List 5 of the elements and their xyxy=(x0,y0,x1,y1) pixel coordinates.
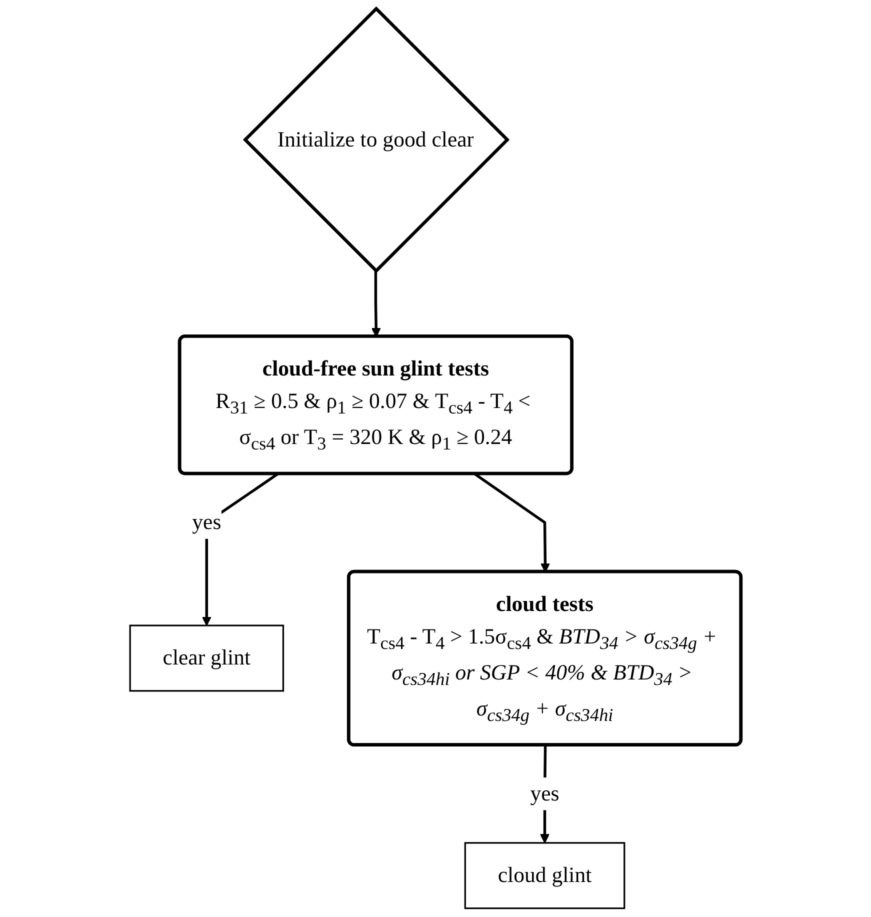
node-box: cloud glint xyxy=(464,842,626,910)
node-diamond: Initialize to good clear xyxy=(242,6,510,274)
edge-label: yes xyxy=(530,782,560,806)
edge-label: yes xyxy=(192,510,222,534)
node-box: clear glint xyxy=(129,624,284,692)
